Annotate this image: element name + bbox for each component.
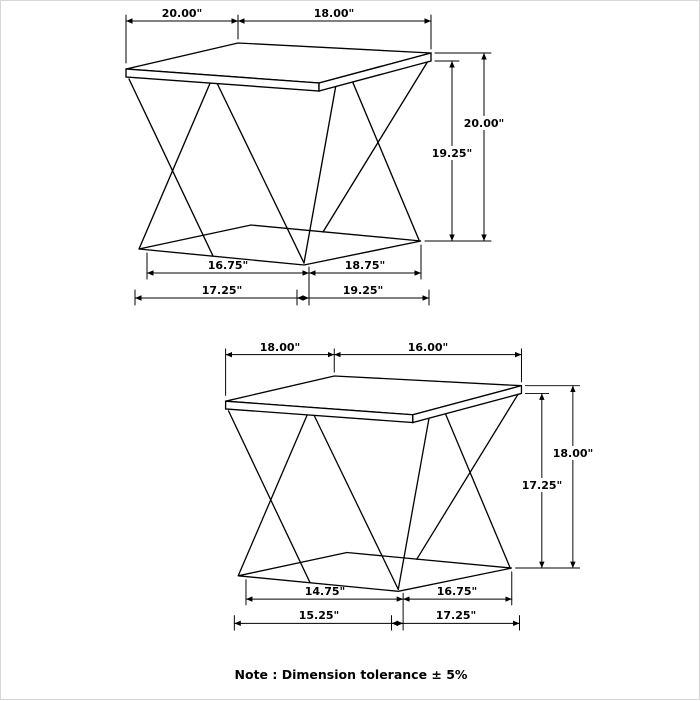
label-mask [552, 446, 594, 460]
small-table-base-depth-outer-dim: 15.25" [299, 609, 340, 622]
small-table-top-depth-dim: 18.00" [260, 341, 301, 354]
tolerance-note: Note : Dimension tolerance ± 5% [235, 667, 468, 682]
small-table-overall-height-dim: 18.00" [553, 447, 594, 460]
small-table-diagram: 18.00" 16.00" 18.00" 17.25" 14.75" 16.75… [226, 341, 594, 630]
large-table-top-depth-dim: 20.00" [162, 7, 203, 20]
large-table-diagram: 20.00" 18.00" 20.00" 19.25" 16.75" 18.75… [126, 7, 505, 305]
large-table-overall-height-dim: 20.00" [464, 117, 505, 130]
large-table-underside-height-dim: 19.25" [432, 147, 473, 160]
large-table-top-width-dim: 18.00" [314, 7, 355, 20]
large-table-base-width-inner-dim: 18.75" [345, 259, 386, 272]
label-mask [463, 116, 505, 130]
label-mask [431, 146, 473, 160]
large-table-base-depth-inner-dim: 16.75" [208, 259, 249, 272]
large-table-base-width-outer-dim: 19.25" [343, 284, 384, 297]
label-mask [521, 478, 563, 492]
small-table-top-width-dim: 16.00" [408, 341, 449, 354]
small-table-underside-height-dim: 17.25" [522, 479, 563, 492]
small-table-base-width-outer-dim: 17.25" [436, 609, 477, 622]
small-table-base-depth-inner-dim: 14.75" [305, 585, 346, 598]
small-table-base-width-inner-dim: 16.75" [437, 585, 478, 598]
large-table-base-depth-outer-dim: 17.25" [202, 284, 243, 297]
